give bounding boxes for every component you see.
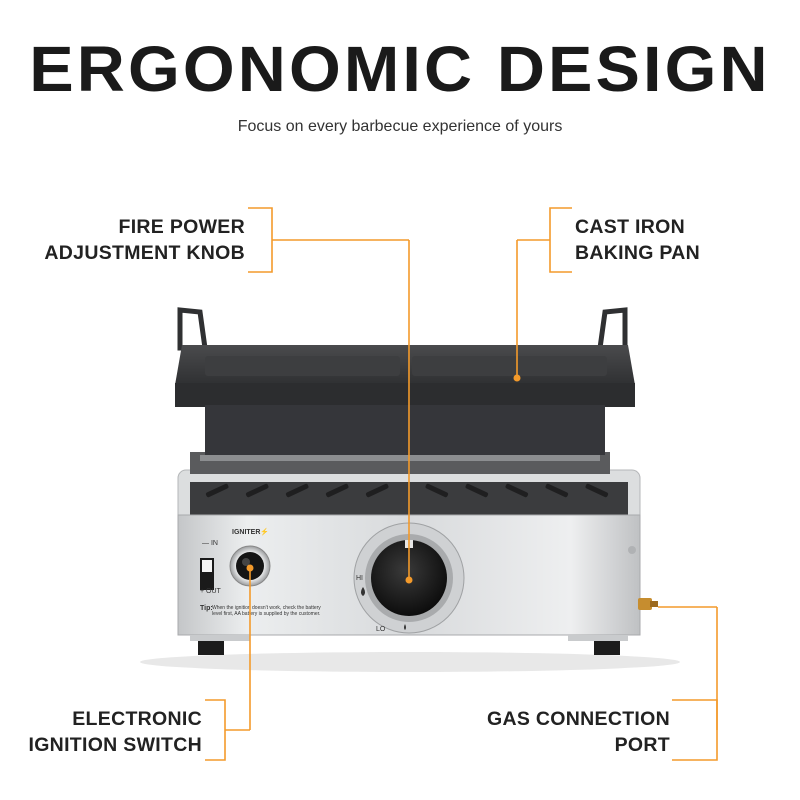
callout-knob-line-1: FIRE POWER [118,216,245,238]
callout-gas-line-1: GAS CONNECTION [487,708,670,730]
callout-cast-iron-pan: CAST IRON BAKING PAN [575,214,775,266]
callout-gas-port: GAS CONNECTION PORT [470,706,670,758]
callout-ignition-line-2: IGNITION SWITCH [28,734,202,756]
callout-gas-line-2: PORT [614,734,670,756]
lo-label: LO [376,626,386,633]
page-title: ERGONOMIC DESIGN [29,33,771,105]
callout-pan-line-1: CAST IRON [575,216,685,238]
tip-text: When the ignition doesn't work, check th… [212,605,321,617]
callout-ignition-line-1: ELECTRONIC [72,708,202,730]
in-label: — IN [202,540,218,547]
callout-pan-line-2: BAKING PAN [575,242,701,264]
callout-ignition-switch: ELECTRONIC IGNITION SWITCH [10,706,202,758]
callout-knob-line-2: ADJUSTMENT KNOB [44,242,245,264]
hi-label: HI [356,575,363,582]
out-label: + OUT [200,588,221,595]
callout-fire-power-knob: FIRE POWER ADJUSTMENT KNOB [30,214,245,266]
igniter-label: IGNITER⚡ [232,529,270,536]
tip-label: Tip: [200,605,213,612]
page-subtitle: Focus on every barbecue experience of yo… [237,118,563,135]
